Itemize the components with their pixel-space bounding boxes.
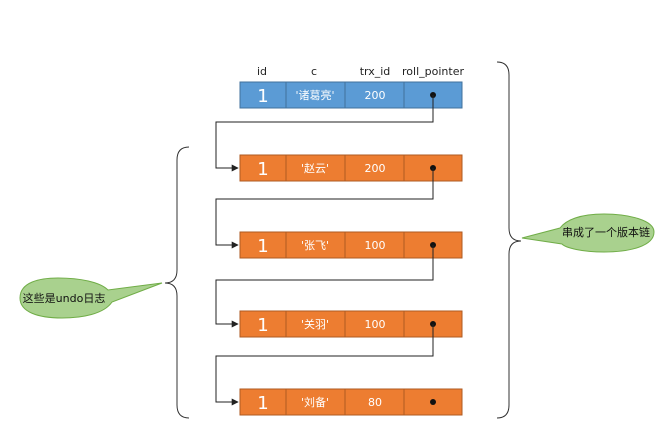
cell-id: 1 (257, 393, 268, 414)
pointer-arrow-2 (215, 168, 434, 249)
undo-record-box (239, 388, 463, 416)
cell-trx-id: 100 (365, 239, 386, 252)
cell-c: '张飞' (301, 239, 329, 252)
current-record-box (239, 81, 463, 109)
cell-id: 1 (257, 236, 268, 257)
column-header-trx-id: trx_id (360, 65, 391, 78)
cell-trx-id: 200 (365, 89, 386, 102)
cell-id: 1 (257, 159, 268, 180)
version-chain-brace (496, 61, 522, 419)
current-record-row: 1 '诸葛亮' 200 (239, 81, 463, 109)
column-header-roll-pointer: roll_pointer (402, 65, 464, 78)
cell-c: '关羽' (301, 317, 329, 331)
undo-row-3: 1 '关羽' 100 (239, 310, 463, 338)
column-headers: id c trx_id roll_pointer (257, 65, 464, 78)
version-chain-callout: 串成了一个版本链 (521, 213, 655, 253)
undo-record-box (239, 310, 463, 338)
callout-bubble (521, 213, 655, 253)
roll-pointer-dot (430, 399, 436, 405)
undo-row-1: 1 '赵云' 200 (239, 154, 463, 182)
undo-row-4: 1 '刘备' 80 (239, 388, 463, 416)
undo-log-brace (164, 146, 190, 419)
cell-id: 1 (257, 315, 268, 336)
pointer-arrow-3 (215, 245, 434, 328)
cell-trx-id: 100 (365, 318, 386, 331)
cell-c: '刘备' (301, 395, 329, 409)
column-header-id: id (257, 65, 267, 78)
callout-bubble (19, 277, 163, 319)
cell-c: '赵云' (301, 161, 329, 175)
undo-record-box (239, 231, 463, 259)
undo-row-2: 1 '张飞' 100 (239, 231, 463, 259)
undo-log-label: 这些是undo日志 (23, 291, 106, 305)
cell-c: '诸葛亮' (295, 88, 334, 102)
pointer-arrow-4 (215, 324, 434, 406)
version-chain-label: 串成了一个版本链 (562, 225, 650, 239)
cell-trx-id: 80 (368, 396, 382, 409)
pointer-arrow-1 (215, 95, 434, 172)
column-header-c: c (311, 65, 317, 78)
cell-trx-id: 200 (365, 162, 386, 175)
cell-id: 1 (257, 86, 268, 107)
pointer-arrows (215, 95, 434, 406)
undo-record-box (239, 154, 463, 182)
undo-log-callout: 这些是undo日志 (19, 277, 163, 319)
